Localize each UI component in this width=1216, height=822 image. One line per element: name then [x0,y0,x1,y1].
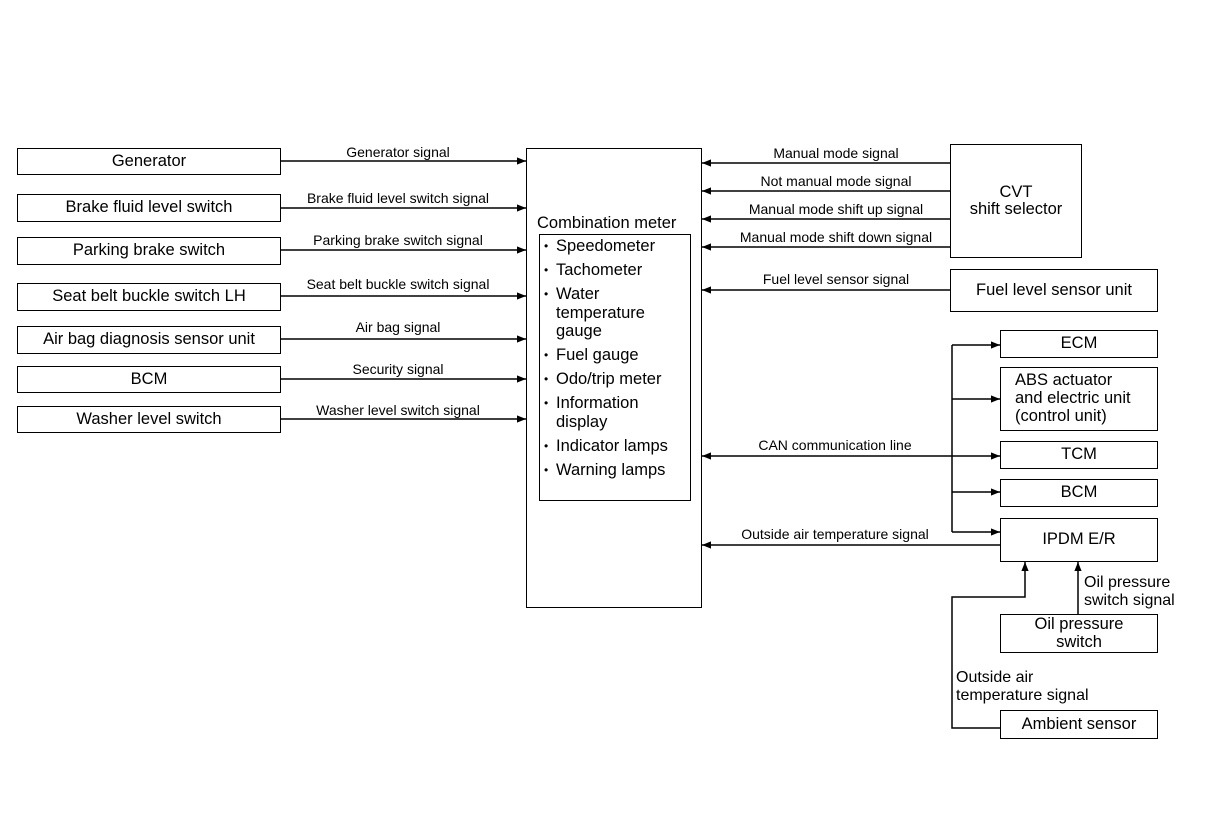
brake-fluid-signal-label: Brake fluid level switch signal [306,190,490,206]
shift-down-signal-label: Manual mode shift down signal [739,229,933,245]
list-item: •Water temperature gauge [544,285,645,340]
generator-label: Generator [111,151,187,170]
list-item: •Speedometer [544,237,656,255]
meter-item-label: Water temperature gauge [556,285,645,340]
air-bag-unit-label: Air bag diagnosis sensor unit [43,330,255,349]
list-item: •Information display [544,394,639,431]
brake-fluid-switch-label: Brake fluid level switch [65,198,233,217]
meter-item-label: Tachometer [556,261,643,279]
bcm-right-box: BCM [1000,479,1158,507]
washer-switch-box: Washer level switch [17,406,281,433]
meter-item-label: Indicator lamps [556,436,668,455]
combination-meter-box [526,148,702,608]
abs-actuator-label: ABS actuator and electric unit (control … [1015,371,1131,425]
bcm-left-label: BCM [130,369,168,388]
tcm-box: TCM [1000,441,1158,469]
list-item: •Indicator lamps [544,436,668,455]
list-item: •Tachometer [544,261,643,279]
meter-item-label: Fuel gauge [556,346,639,364]
list-item: •Odo/trip meter [544,370,662,388]
seat-belt-switch-box: Seat belt buckle switch LH [17,283,281,311]
oil-pressure-signal-label: Oil pressure switch signal [1084,574,1175,609]
tcm-label: TCM [1061,445,1097,464]
ipdm-er-label: IPDM E/R [1042,530,1116,549]
manual-mode-signal-label: Manual mode signal [773,145,899,161]
washer-signal-label: Washer level switch signal [316,402,480,418]
bcm-left-box: BCM [17,366,281,393]
can-line-label: CAN communication line [758,437,912,453]
list-item: •Fuel gauge [544,346,639,364]
parking-brake-switch-box: Parking brake switch [17,237,281,265]
meter-function-list: •Speedometer •Tachometer •Water temperat… [539,234,691,501]
abs-actuator-box: ABS actuator and electric unit (control … [1000,367,1158,431]
meter-item-label: Information display [556,394,639,431]
seat-belt-switch-label: Seat belt buckle switch LH [52,287,246,306]
generator-signal-label: Generator signal [346,144,450,160]
ecm-label: ECM [1060,334,1098,353]
list-item: •Warning lamps [544,460,666,479]
cvt-shift-selector-label: CVT shift selector [969,182,1063,218]
meter-item-label: Odo/trip meter [556,370,662,388]
bcm-right-label: BCM [1060,483,1098,502]
wire-ambient [951,562,1029,729]
shift-up-signal-label: Manual mode shift up signal [748,201,924,217]
ipdm-er-box: IPDM E/R [1000,518,1158,562]
combination-meter-title: Combination meter [537,214,677,232]
parking-brake-signal-label: Parking brake switch signal [313,232,483,248]
washer-switch-label: Washer level switch [76,409,222,428]
ecm-box: ECM [1000,330,1158,358]
not-manual-mode-signal-label: Not manual mode signal [760,173,912,189]
ambient-signal-label: Outside air temperature signal [956,669,1089,704]
ambient-sensor-label: Ambient sensor [1021,714,1137,733]
ambient-sensor-box: Ambient sensor [1000,710,1158,739]
generator-box: Generator [17,148,281,175]
fuel-level-signal-label: Fuel level sensor signal [762,271,910,287]
air-bag-unit-box: Air bag diagnosis sensor unit [17,326,281,354]
fuel-level-sensor-unit-label: Fuel level sensor unit [976,280,1132,299]
cvt-shift-selector-box: CVT shift selector [950,144,1082,258]
outside-air-signal-label: Outside air temperature signal [741,526,929,542]
parking-brake-switch-label: Parking brake switch [72,241,226,260]
oil-pressure-switch-label: Oil pressure switch [1034,615,1124,651]
security-signal-label: Security signal [352,361,444,377]
air-bag-signal-label: Air bag signal [355,319,441,335]
meter-item-label: Warning lamps [556,460,666,479]
seat-belt-signal-label: Seat belt buckle switch signal [306,276,490,292]
fuel-level-sensor-unit-box: Fuel level sensor unit [950,269,1158,312]
brake-fluid-switch-box: Brake fluid level switch [17,194,281,222]
oil-pressure-switch-box: Oil pressure switch [1000,614,1158,653]
meter-item-label: Speedometer [556,237,656,255]
